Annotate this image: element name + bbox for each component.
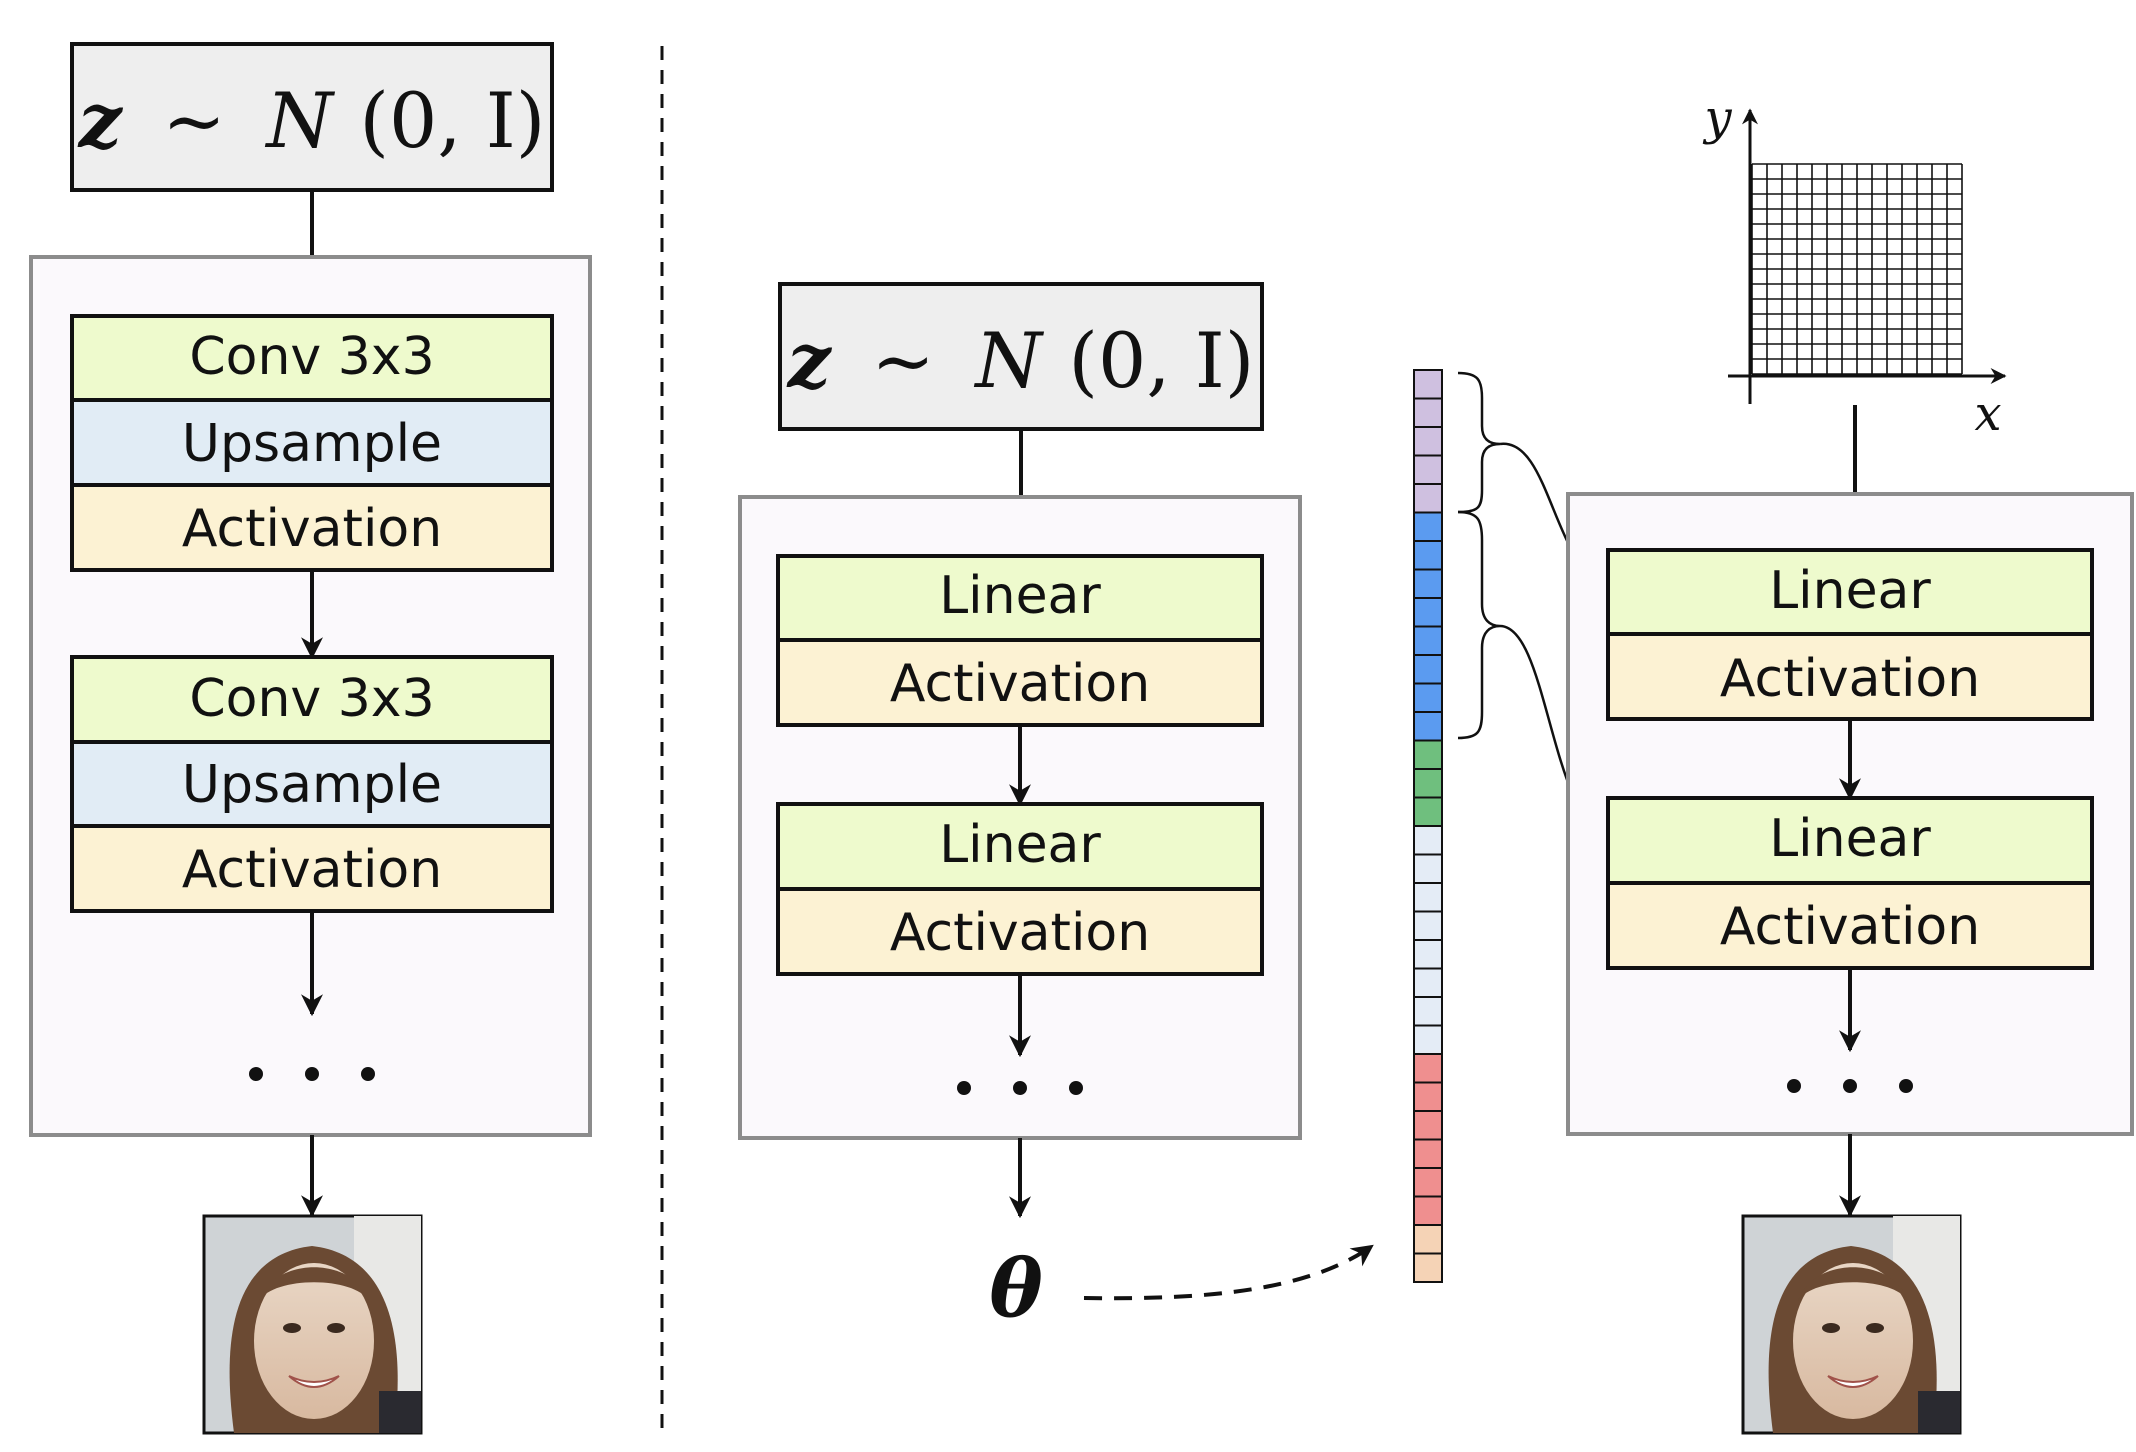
- vector-cell: [1413, 1081, 1443, 1112]
- vector-cell: [1413, 483, 1443, 514]
- linear-label: Linear: [939, 566, 1101, 626]
- linear-layer: [776, 554, 1264, 642]
- linear-layer: [1606, 796, 2094, 885]
- activation-layer: [1606, 881, 2094, 970]
- vector-cell: [1413, 426, 1443, 457]
- normal-args: (0, I): [359, 76, 545, 165]
- vector-cell: [1413, 1053, 1443, 1084]
- sim-symbol: ~: [871, 316, 935, 405]
- linear-label: Linear: [939, 815, 1101, 875]
- vector-cell: [1413, 853, 1443, 884]
- upsample-layer: [70, 740, 554, 828]
- vector-cell: [1413, 511, 1443, 542]
- coordinate-grid: x y: [1702, 90, 2007, 442]
- theta-output: θ: [989, 1241, 1043, 1335]
- output-image-left: [202, 1214, 423, 1435]
- vector-cell: [1413, 1110, 1443, 1141]
- vector-cell: [1413, 540, 1443, 571]
- vector-cell: [1413, 825, 1443, 856]
- target-linear-block-2: Linear Activation: [1606, 796, 2094, 970]
- vector-cell: [1413, 882, 1443, 913]
- x-axis-label: x: [1974, 386, 2001, 442]
- vector-cell: [1413, 711, 1443, 742]
- vector-cell: [1413, 454, 1443, 485]
- vector-cell: [1413, 1195, 1443, 1226]
- conv-label: Conv 3x3: [189, 327, 434, 387]
- latent-input-box-left: z ~ N (0, I): [70, 42, 554, 192]
- conv-block-1: Conv 3x3 Upsample Activation: [70, 314, 554, 572]
- activation-label: Activation: [182, 499, 442, 559]
- normal-symbol: N: [973, 316, 1044, 405]
- latent-z: z: [786, 316, 833, 405]
- vector-cell: [1413, 1167, 1443, 1198]
- vector-cell: [1413, 369, 1443, 400]
- parameter-vector: [1413, 369, 1443, 1283]
- vector-cell: [1413, 796, 1443, 827]
- activation-label: Activation: [1720, 897, 1980, 957]
- ellipsis-target: [1787, 1079, 1913, 1093]
- normal-args: (0, I): [1068, 316, 1254, 405]
- vector-cell: [1413, 996, 1443, 1027]
- sim-symbol: ~: [162, 76, 226, 165]
- brace-2: [1457, 510, 1501, 740]
- vector-cell: [1413, 397, 1443, 428]
- activation-label: Activation: [1720, 649, 1980, 709]
- vector-cell: [1413, 1252, 1443, 1283]
- ellipsis-hyper: [957, 1081, 1083, 1095]
- vector-cell: [1413, 739, 1443, 770]
- activation-label: Activation: [890, 654, 1150, 714]
- svg-text:z ~ N: z ~ N (0, I): [77, 76, 546, 165]
- svg-text:z ~ N: z ~ N (0, I): [786, 316, 1255, 405]
- vector-cell: [1413, 1024, 1443, 1055]
- output-image-right: [1741, 1214, 1962, 1435]
- linear-layer: [1606, 548, 2094, 636]
- latent-z: z: [77, 76, 124, 165]
- vector-cell: [1413, 967, 1443, 998]
- activation-layer: [776, 887, 1264, 976]
- vector-cell: [1413, 768, 1443, 799]
- activation-label: Activation: [182, 840, 442, 900]
- vector-cell: [1413, 910, 1443, 941]
- hyper-linear-block-1: Linear Activation: [776, 554, 1264, 727]
- latent-input-box-hyper: z ~ N (0, I): [778, 282, 1264, 431]
- ellipsis-left: [249, 1067, 375, 1081]
- conv-block-2: Conv 3x3 Upsample Activation: [70, 655, 554, 913]
- upsample-label: Upsample: [182, 414, 442, 474]
- conv-label: Conv 3x3: [189, 669, 434, 729]
- y-axis-label: y: [1702, 90, 1732, 146]
- vector-cell: [1413, 682, 1443, 713]
- vector-cell: [1413, 1138, 1443, 1169]
- brace-1: [1457, 371, 1501, 514]
- vector-cell: [1413, 597, 1443, 628]
- vector-cell: [1413, 568, 1443, 599]
- vector-cell: [1413, 654, 1443, 685]
- target-network-panel: x y Linear Activation Linear Activation: [1566, 90, 2134, 1435]
- theta-to-vector-arrow: [1083, 1244, 1374, 1301]
- vector-cell: [1413, 1224, 1443, 1255]
- normal-symbol: N: [264, 76, 335, 165]
- upsample-label: Upsample: [182, 755, 442, 815]
- activation-label: Activation: [890, 903, 1150, 963]
- hypernetwork-panel: z ~ N (0, I) Linear Activation Linear Ac…: [738, 282, 1374, 1335]
- target-linear-block-1: Linear Activation: [1606, 548, 2094, 721]
- vector-cell: [1413, 939, 1443, 970]
- hyper-linear-block-2: Linear Activation: [776, 802, 1264, 976]
- linear-label: Linear: [1769, 561, 1931, 621]
- linear-label: Linear: [1769, 809, 1931, 869]
- activation-layer: [70, 483, 554, 572]
- conv-layer: [70, 655, 554, 744]
- linear-layer: [776, 802, 1264, 891]
- vector-cell: [1413, 625, 1443, 656]
- left-panel: z ~ N (0, I) Conv 3x3 Upsample Activatio…: [29, 42, 592, 1435]
